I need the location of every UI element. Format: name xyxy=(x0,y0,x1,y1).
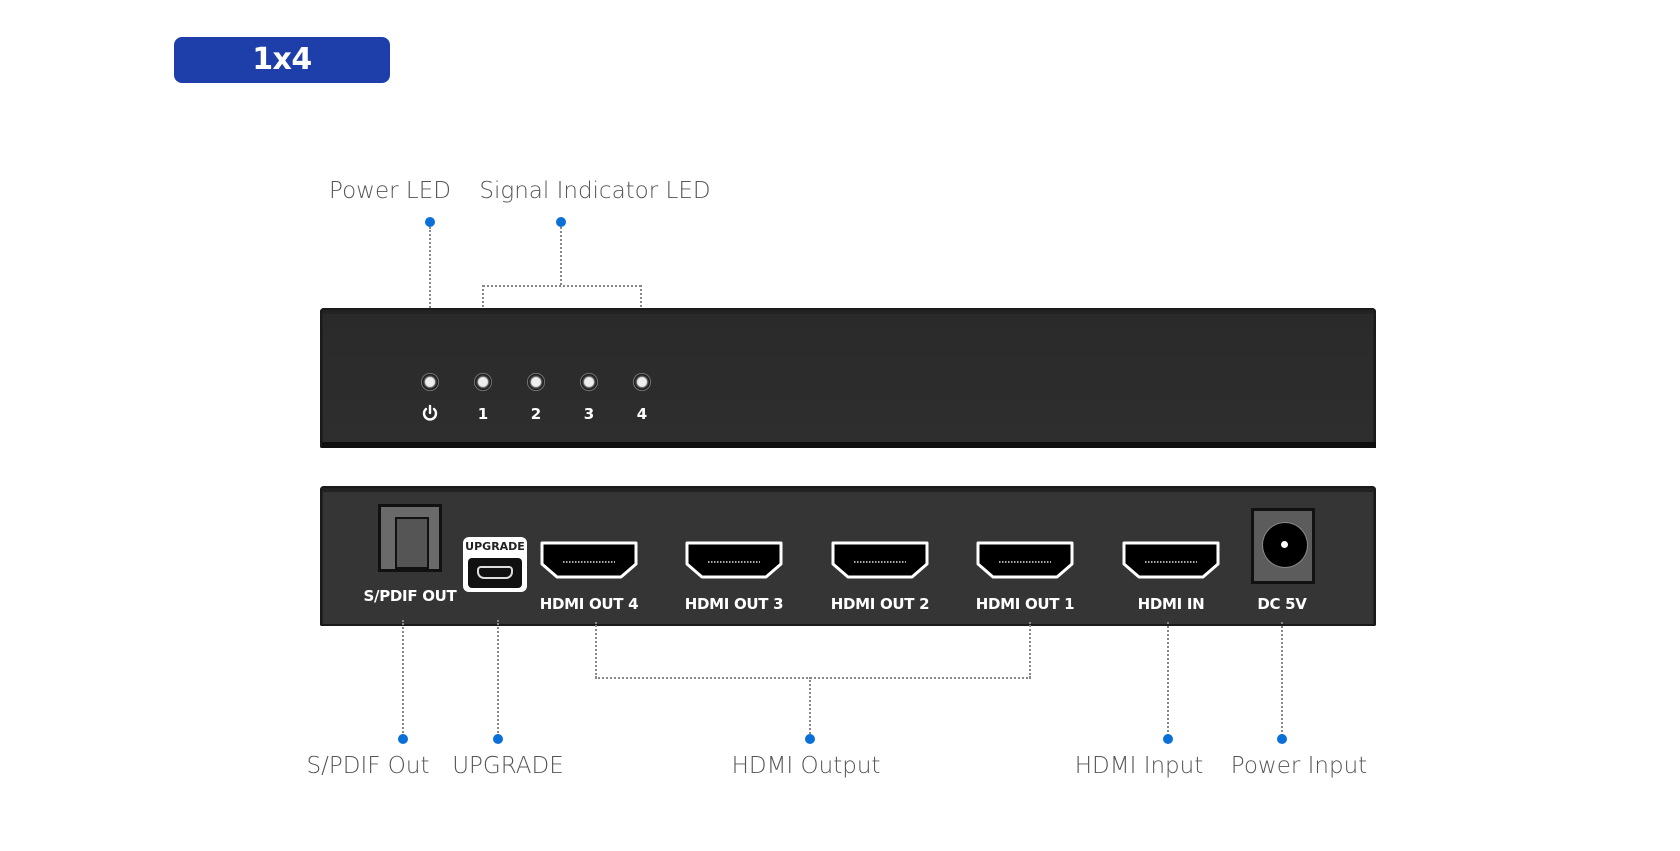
power-led xyxy=(421,373,439,391)
leader-line xyxy=(595,622,597,678)
spdif-port xyxy=(378,504,442,572)
hdmi-out-1-port xyxy=(976,541,1074,579)
led-number: 2 xyxy=(530,405,542,423)
led-number: 3 xyxy=(583,405,595,423)
signal-led-2 xyxy=(527,373,545,391)
upgrade-port: UPGRADE xyxy=(463,537,527,592)
leader-line xyxy=(429,227,431,355)
led-number: 4 xyxy=(636,405,648,423)
callout-spdif: S/PDIF Out xyxy=(306,753,430,779)
front-panel-base xyxy=(322,442,1376,448)
signal-led-4 xyxy=(633,373,651,391)
hdmi-out-2-port xyxy=(831,541,929,579)
port-label-hdmi-out-3: HDMI OUT 3 xyxy=(684,595,784,613)
leader-line xyxy=(1167,622,1169,736)
led-number: 1 xyxy=(477,405,489,423)
callout-hdmi-output: HDMI Output xyxy=(731,753,881,779)
callout-dot xyxy=(493,734,503,744)
dc-power-jack xyxy=(1251,508,1315,584)
title-badge: 1x4 Interface xyxy=(174,37,390,123)
signal-led-3 xyxy=(580,373,598,391)
leader-line xyxy=(483,285,641,287)
port-label-hdmi-in: HDMI IN xyxy=(1137,595,1205,613)
port-label-dc: DC 5V xyxy=(1257,595,1307,613)
leader-line xyxy=(809,677,811,737)
leader-line xyxy=(1281,622,1283,736)
micro-usb-icon xyxy=(468,558,522,588)
leader-line xyxy=(595,677,1031,679)
port-label-spdif: S/PDIF OUT xyxy=(363,587,457,605)
port-label-hdmi-out-4: HDMI OUT 4 xyxy=(539,595,639,613)
hdmi-in-port xyxy=(1122,541,1220,579)
leader-line xyxy=(560,227,562,285)
leader-line xyxy=(1029,622,1031,678)
port-label-hdmi-out-1: HDMI OUT 1 xyxy=(975,595,1075,613)
leader-line xyxy=(497,620,499,736)
port-label-hdmi-out-2: HDMI OUT 2 xyxy=(830,595,930,613)
callout-power-input: Power Input xyxy=(1230,753,1368,779)
callout-dot xyxy=(398,734,408,744)
callout-dot xyxy=(805,734,815,744)
callout-dot xyxy=(1277,734,1287,744)
callout-upgrade: UPGRADE xyxy=(452,753,564,779)
hdmi-out-4-port xyxy=(540,541,638,579)
front-panel xyxy=(320,308,1376,448)
signal-led-1 xyxy=(474,373,492,391)
power-icon xyxy=(421,404,439,426)
callout-hdmi-input: HDMI Input xyxy=(1074,753,1204,779)
hdmi-out-3-port xyxy=(685,541,783,579)
leader-line xyxy=(402,620,404,736)
upgrade-port-label: UPGRADE xyxy=(465,540,525,553)
callout-dot xyxy=(556,217,566,227)
callout-dot xyxy=(425,217,435,227)
callout-power-led: Power LED xyxy=(329,178,451,204)
callout-dot xyxy=(1163,734,1173,744)
callout-signal-led: Signal Indicator LED xyxy=(479,178,711,204)
